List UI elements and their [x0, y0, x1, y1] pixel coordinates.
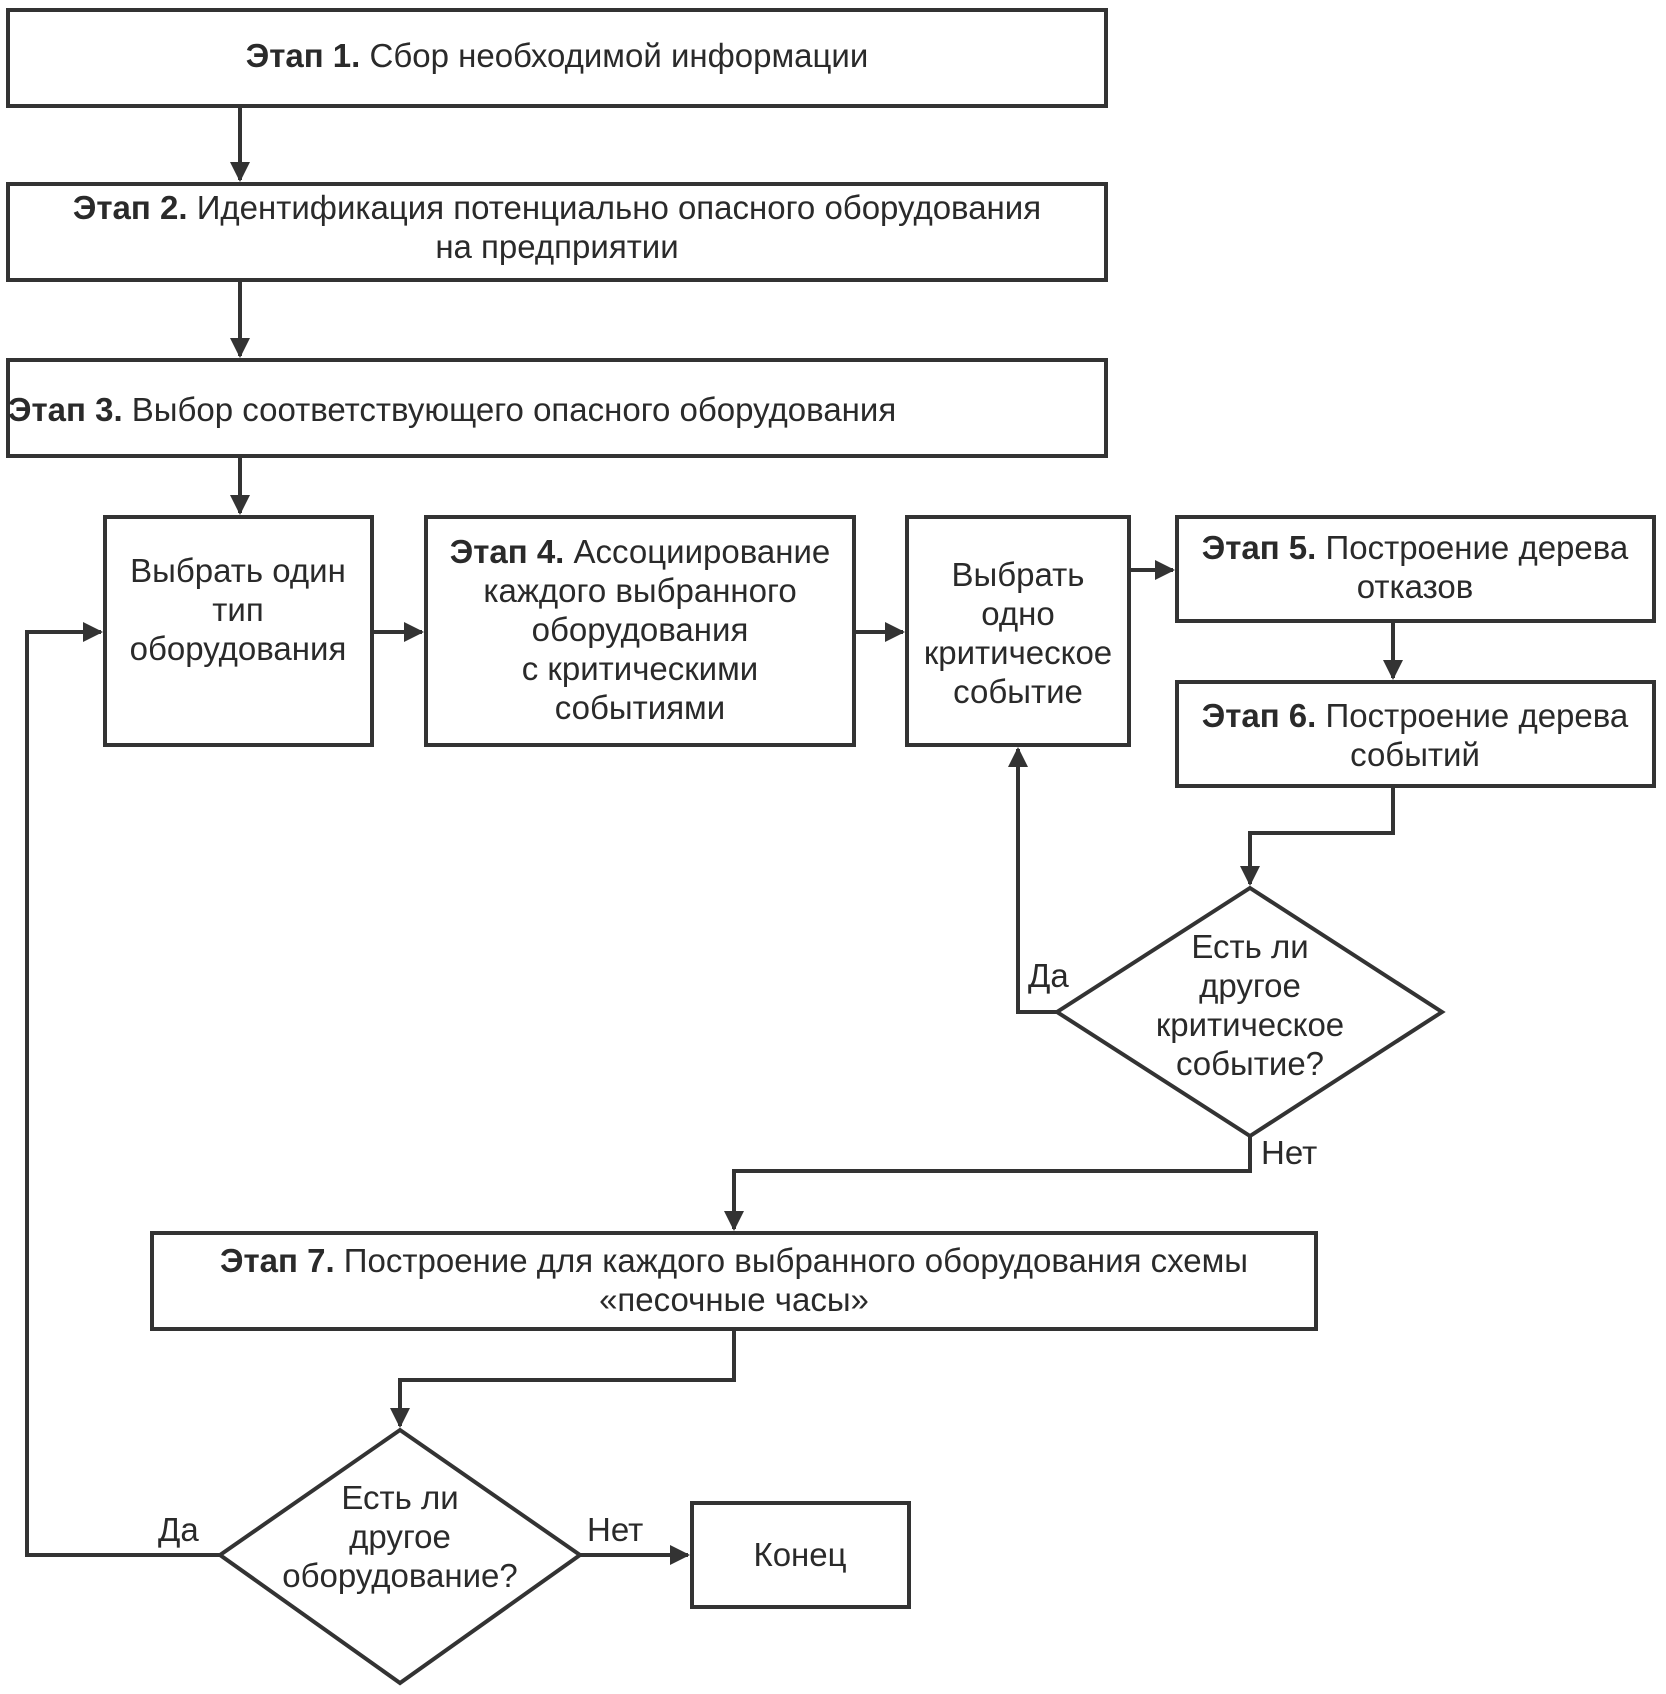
stage-7-box: Этап 7. Построение для каждого выбранног… — [150, 1231, 1318, 1331]
label-no-equipment: Нет — [587, 1511, 643, 1548]
select-event-line2: одно — [981, 595, 1054, 632]
select-event-line1: Выбрать — [952, 556, 1085, 593]
select-event-line3: критическое — [924, 634, 1112, 671]
select-equipment-line3: оборудования — [130, 630, 347, 667]
stage-6-label: Этап 6. Построение дерева — [1202, 697, 1629, 734]
select-equipment-box: Выбрать один тип оборудования — [103, 515, 374, 747]
stage-1-label: Этап 1. Сбор необходимой информации — [246, 37, 869, 74]
decision-event-line3: критическое — [1156, 1006, 1344, 1043]
stage-4-label: Этап 4. Ассоциирование — [450, 533, 831, 570]
label-no-critical-event: Нет — [1261, 1134, 1317, 1171]
stage-7-label: Этап 7. Построение для каждого выбранног… — [220, 1242, 1248, 1279]
stage-4-line3: оборудования — [532, 611, 749, 648]
arrow-stage6-to-decision-event — [1240, 786, 1395, 886]
decision-event-line2: другое — [1199, 967, 1301, 1004]
stage-4-line4: с критическими — [522, 650, 758, 687]
arrow-stage7-to-decision-equipment — [390, 1329, 736, 1428]
select-event-line4: событие — [953, 673, 1083, 710]
select-equipment-line1: Выбрать один — [130, 552, 346, 589]
stage-1-box: Этап 1. Сбор необходимой информации — [6, 8, 1108, 108]
stage-5-line2: отказов — [1357, 568, 1474, 605]
decision-equipment-line1: Есть ли — [341, 1479, 458, 1516]
arrow-decision-event-no-to-stage7 — [724, 1136, 1252, 1231]
stage-2-label-line2: на предприятии — [435, 228, 678, 265]
end-label: Конец — [753, 1536, 846, 1573]
stage-3-label: Этап 3. Выбор соответствующего опасного … — [8, 391, 896, 428]
stage-5-label: Этап 5. Построение дерева — [1202, 529, 1629, 566]
arrow-decision-equipment-yes-to-select-equipment — [25, 622, 220, 1557]
stage-6-box: Этап 6. Построение дерева событий — [1175, 680, 1656, 788]
select-equipment-line2: тип — [212, 591, 263, 628]
stage-6-line2: событий — [1350, 736, 1480, 773]
decision-event-line1: Есть ли — [1191, 928, 1308, 965]
decision-critical-event-diamond: Есть ли другое критическое событие? — [1053, 885, 1446, 1139]
stage-4-line2: каждого выбранного — [483, 572, 796, 609]
stage-2-label: Этап 2. Идентификация потенциально опасн… — [73, 189, 1041, 226]
decision-equipment-diamond: Есть ли другое оборудование? — [216, 1427, 584, 1686]
select-event-box: Выбрать одно критическое событие — [905, 515, 1131, 747]
label-yes-critical-event: Да — [1028, 957, 1069, 994]
arrow-decision-event-yes-to-select-event — [1008, 747, 1057, 1014]
stage-5-box: Этап 5. Построение дерева отказов — [1175, 515, 1656, 623]
stage-4-box: Этап 4. Ассоциирование каждого выбранног… — [424, 515, 856, 747]
decision-equipment-line2: другое — [349, 1518, 451, 1555]
stage-3-box: Этап 3. Выбор соответствующего опасного … — [6, 358, 1108, 458]
label-yes-equipment: Да — [158, 1511, 199, 1548]
stage-7-line2: «песочные часы» — [599, 1281, 869, 1318]
stage-4-line5: событиями — [555, 689, 725, 726]
stage-2-box: Этап 2. Идентификация потенциально опасн… — [6, 182, 1108, 282]
end-box: Конец — [690, 1501, 911, 1609]
decision-equipment-line3: оборудование? — [282, 1557, 517, 1594]
decision-event-line4: событие? — [1176, 1045, 1324, 1082]
